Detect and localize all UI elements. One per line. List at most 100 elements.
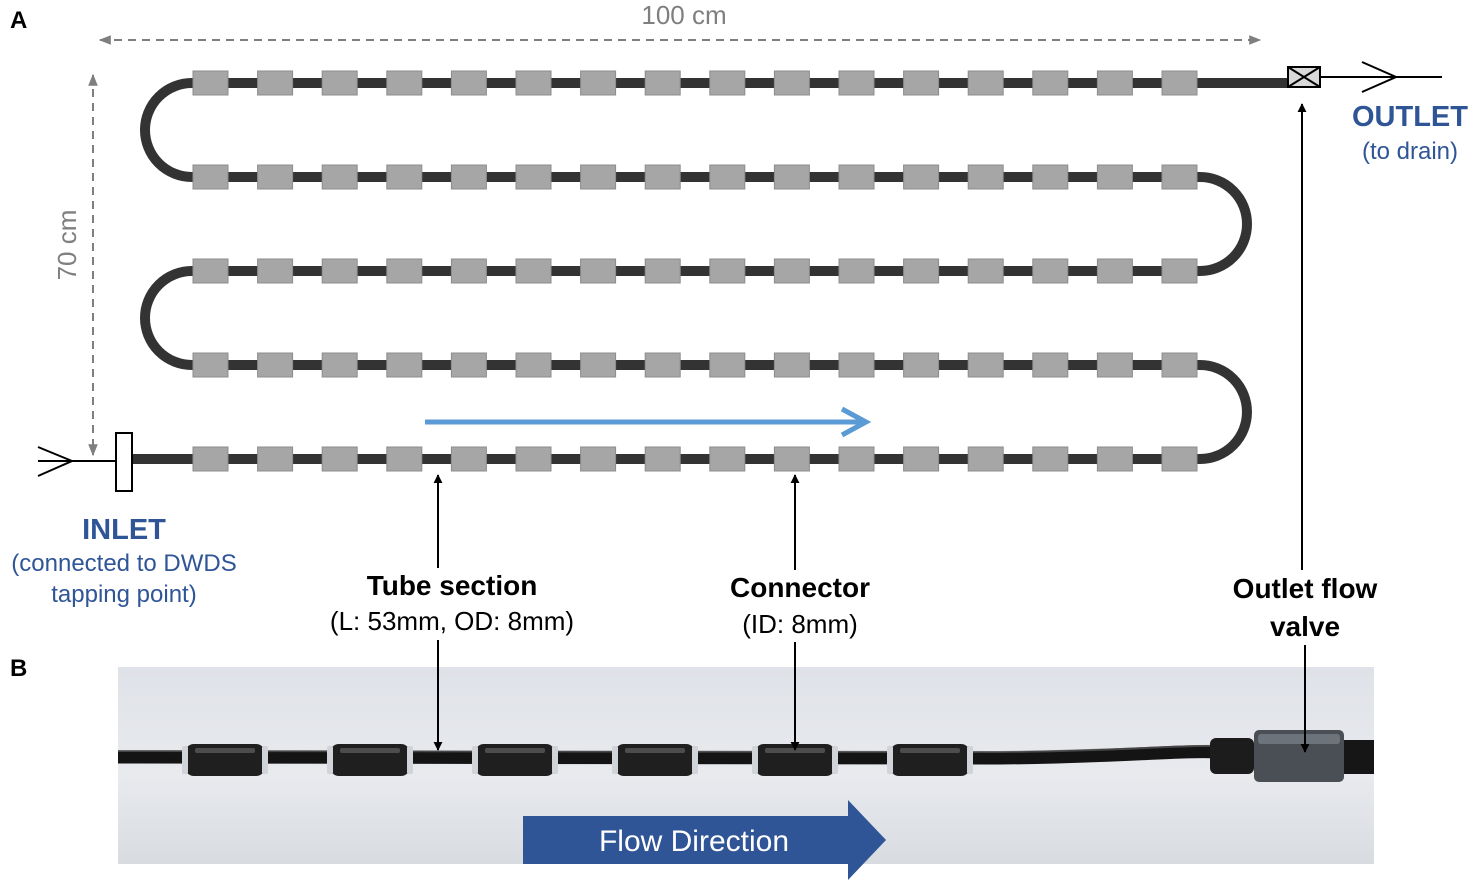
connector-block — [515, 70, 552, 96]
photo-connectors — [182, 744, 973, 776]
connector-block — [903, 164, 940, 190]
connector-block — [580, 352, 617, 378]
connector-block — [1096, 164, 1133, 190]
inlet-fitting — [37, 432, 133, 492]
connector-block — [967, 70, 1004, 96]
connector-block — [1161, 352, 1198, 378]
outlet-valve-symbol — [1287, 66, 1321, 88]
connector-block — [1032, 258, 1069, 284]
connector-block — [515, 446, 552, 472]
tube-section-spec: (L: 53mm, OD: 8mm) — [330, 606, 574, 636]
connector-block — [257, 164, 294, 190]
connector-block — [903, 70, 940, 96]
connector-title: Connector — [730, 572, 870, 603]
connector-block — [450, 70, 487, 96]
connector-block — [644, 258, 681, 284]
connector-block — [386, 70, 423, 96]
connector-block — [709, 446, 746, 472]
connector-block — [709, 258, 746, 284]
connector-block — [1096, 258, 1133, 284]
connector-block — [386, 446, 423, 472]
connector-spec: (ID: 8mm) — [742, 609, 858, 639]
connector-block — [1032, 70, 1069, 96]
connector-array — [192, 70, 1198, 472]
connector-block — [773, 258, 810, 284]
connector-block — [773, 70, 810, 96]
panel-b-label: B — [10, 655, 27, 682]
inlet-subtitle-line1: (connected to DWDS — [11, 550, 236, 577]
connector-block — [1032, 446, 1069, 472]
connector-block — [644, 164, 681, 190]
connector-block — [1096, 446, 1133, 472]
connector-block — [450, 164, 487, 190]
flow-direction-banner: Flow Direction — [523, 800, 886, 880]
connector-block — [192, 164, 229, 190]
connector-block — [1096, 70, 1133, 96]
flow-direction-arrow — [425, 406, 872, 438]
outlet-arrow — [1320, 61, 1442, 93]
connector-block — [321, 446, 358, 472]
inlet-title: INLET — [82, 514, 166, 546]
tube-section-title: Tube section — [367, 570, 538, 601]
photo-connector — [472, 744, 558, 776]
connector-block — [257, 70, 294, 96]
connector-block — [967, 446, 1004, 472]
connector-block — [515, 164, 552, 190]
connector-block — [321, 164, 358, 190]
photo-connector — [887, 744, 973, 776]
connector-block — [257, 446, 294, 472]
connector-block — [580, 258, 617, 284]
connector-block — [773, 446, 810, 472]
outlet-title: OUTLET — [1352, 101, 1468, 133]
connector-block — [192, 258, 229, 284]
connector-block — [644, 446, 681, 472]
connector-block — [386, 352, 423, 378]
connector-block — [1032, 164, 1069, 190]
connector-block — [967, 258, 1004, 284]
connector-block — [838, 352, 875, 378]
connector-block — [321, 70, 358, 96]
outlet-subtitle: (to drain) — [1362, 138, 1458, 165]
connector-block — [580, 70, 617, 96]
connector-block — [580, 446, 617, 472]
connector-block — [838, 164, 875, 190]
outlet-valve-label-line1: Outlet flow — [1233, 573, 1378, 604]
connector-block — [838, 258, 875, 284]
photo-connector — [612, 744, 698, 776]
connector-block — [967, 164, 1004, 190]
connector-block — [838, 70, 875, 96]
photo-outlet-valve — [1210, 730, 1374, 782]
connector-block — [1161, 258, 1198, 284]
connector-block — [257, 258, 294, 284]
connector-block — [192, 446, 229, 472]
connector-block — [321, 352, 358, 378]
connector-block — [1096, 352, 1133, 378]
panel-a-label: A — [10, 7, 27, 34]
connector-block — [515, 258, 552, 284]
width-dimension-label: 100 cm — [641, 0, 726, 30]
connector-block — [1161, 70, 1198, 96]
connector-block — [903, 446, 940, 472]
connector-block — [903, 352, 940, 378]
connector-block — [903, 258, 940, 284]
connector-block — [773, 164, 810, 190]
photo-connector — [327, 744, 413, 776]
connector-block — [709, 352, 746, 378]
connector-block — [773, 352, 810, 378]
connector-block — [450, 258, 487, 284]
connector-block — [192, 352, 229, 378]
connector-block — [1161, 164, 1198, 190]
connector-block — [450, 352, 487, 378]
connector-block — [192, 70, 229, 96]
connector-block — [644, 352, 681, 378]
connector-block — [838, 446, 875, 472]
connector-block — [580, 164, 617, 190]
connector-block — [709, 164, 746, 190]
connector-block — [450, 446, 487, 472]
connector-block — [967, 352, 1004, 378]
connector-block — [515, 352, 552, 378]
connector-block — [644, 70, 681, 96]
connector-block — [1161, 446, 1198, 472]
connector-block — [386, 164, 423, 190]
